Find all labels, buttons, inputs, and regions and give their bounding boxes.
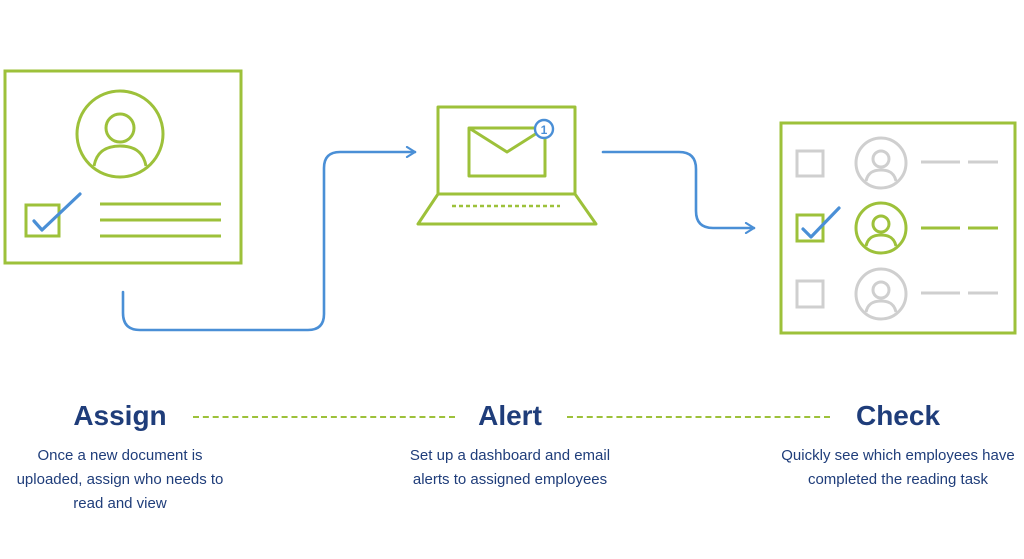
document-frame xyxy=(3,69,243,265)
flow-arrow-1 xyxy=(121,152,417,332)
document-assign-icon xyxy=(3,69,243,265)
step-title-assign: Assign xyxy=(73,400,167,431)
checklist-icon xyxy=(779,121,1017,335)
flow-arrow-2 xyxy=(601,150,756,228)
user-avatar-icon xyxy=(75,89,165,179)
checklist-row xyxy=(795,136,998,190)
checkmark-icon xyxy=(801,206,841,239)
step-description-alert: Set up a dashboard and email alerts to a… xyxy=(409,447,611,488)
checkbox-icon xyxy=(795,149,825,178)
checklist-row xyxy=(795,267,998,321)
step-description-assign: Once a new document is uploaded, assign … xyxy=(16,447,224,512)
step-title-check: Check xyxy=(855,400,941,431)
checkmark-icon xyxy=(32,192,82,232)
user-avatar-icon xyxy=(854,267,908,321)
user-avatar-icon xyxy=(854,136,908,190)
dashed-connector-2 xyxy=(567,416,830,418)
laptop-base xyxy=(416,193,598,226)
envelope-icon xyxy=(467,126,547,178)
notification-count: 1 xyxy=(541,123,548,137)
checkbox-icon xyxy=(795,213,825,243)
checkbox-icon xyxy=(24,203,61,238)
checklist-frame xyxy=(779,121,1017,335)
laptop-email-icon: 1 xyxy=(416,105,598,226)
step-description-check: Quickly see which employees have complet… xyxy=(781,447,1015,488)
user-avatar-icon xyxy=(854,201,908,255)
step-title-alert: Alert xyxy=(478,400,542,431)
checklist-row xyxy=(795,201,998,255)
laptop-screen xyxy=(436,105,577,196)
checkbox-icon xyxy=(795,279,825,309)
notification-badge xyxy=(533,118,555,140)
dashed-connector-1 xyxy=(193,416,455,418)
